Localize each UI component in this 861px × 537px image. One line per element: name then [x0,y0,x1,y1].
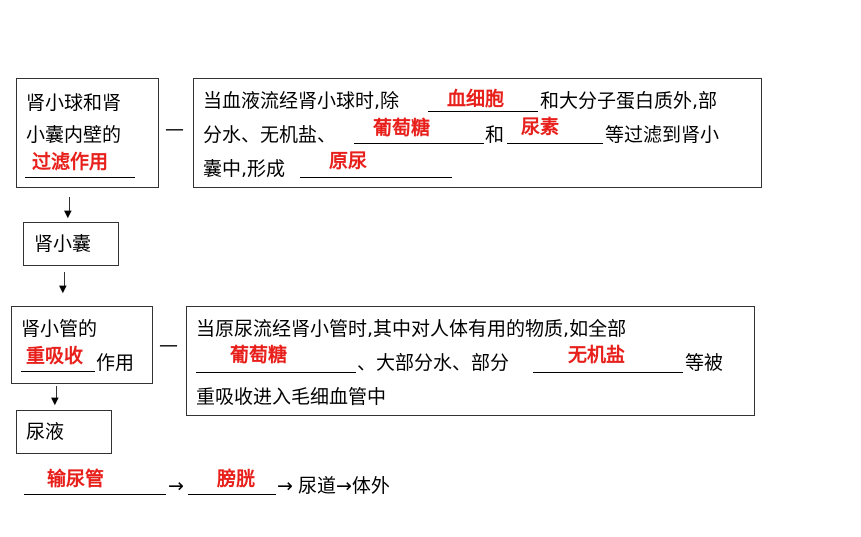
blank-ureter [24,494,166,495]
filtration-answer: 过滤作用 [32,151,109,173]
reabsorption-desc-l2-mid: 、大部分水、部分 [357,352,510,374]
arrow-right-icon-1: → [168,475,184,497]
urine-label: 尿液 [26,421,65,443]
filtration-site-line1: 肾小球和肾 [26,92,122,114]
answer-urea: 尿素 [521,116,560,138]
answer-primary-urine: 原尿 [329,150,368,172]
down-arrow-shaft-3 [56,386,57,400]
reabsorption-site-line1: 肾小管的 [21,318,98,340]
blank-blood-cells [428,111,538,112]
blank-inorganic-salts [533,372,683,373]
blank-glucose-1 [354,143,484,144]
connector-dash-1: — [165,118,184,140]
reabsorption-desc-l3: 重吸收进入毛细血管中 [196,386,387,408]
bowmans-capsule-box [23,222,119,266]
urine-box [16,410,112,454]
filtration-desc-l1-pre: 当血液流经肾小球时,除 [203,90,400,112]
filtration-answer-blank [25,177,135,178]
answer-ureter: 输尿管 [47,468,105,490]
down-arrow-shaft-2 [64,272,65,288]
answer-blood-cells: 血细胞 [447,88,505,110]
down-arrow-icon-2: ▼ [59,284,67,295]
reabsorption-desc-l1: 当原尿流经肾小管时,其中对人体有用的物质,如全部 [196,318,627,340]
filtration-site-line2: 小囊内壁的 [26,124,122,146]
pathway-tail: 尿道→体外 [298,475,390,497]
filtration-description-box [193,78,762,188]
blank-reabsorption [21,371,95,372]
answer-reabsorption: 重吸收 [26,345,84,367]
answer-glucose-2: 葡萄糖 [230,344,288,366]
reabsorption-site-suffix: 作用 [96,352,135,374]
reabsorption-description-box [186,306,755,416]
connector-dash-2: — [159,334,178,356]
filtration-desc-l2-mid: 和 [485,124,505,146]
filtration-desc-l1-post: 和大分子蛋白质外,部 [540,90,718,112]
down-arrow-icon-1: ▼ [64,209,72,220]
blank-primary-urine [300,177,452,178]
down-arrow-icon-3: ▼ [51,396,59,407]
bowmans-capsule-label: 肾小囊 [34,233,92,255]
blank-urea [507,143,603,144]
arrow-right-icon-2: → [277,475,293,497]
filtration-desc-l2-post: 等过滤到肾小 [605,124,720,146]
filtration-site-box [16,78,159,188]
reabsorption-desc-l2-post: 等被 [685,352,724,374]
answer-glucose-1: 葡萄糖 [373,117,431,139]
filtration-desc-l3-pre: 囊中,形成 [203,158,286,180]
filtration-desc-l2-pre: 分水、无机盐、 [203,124,337,146]
blank-glucose-2 [196,372,356,373]
down-arrow-shaft-1 [69,197,70,213]
blank-bladder [188,494,276,495]
answer-inorganic-salts: 无机盐 [568,344,626,366]
answer-bladder: 膀胱 [217,468,256,490]
